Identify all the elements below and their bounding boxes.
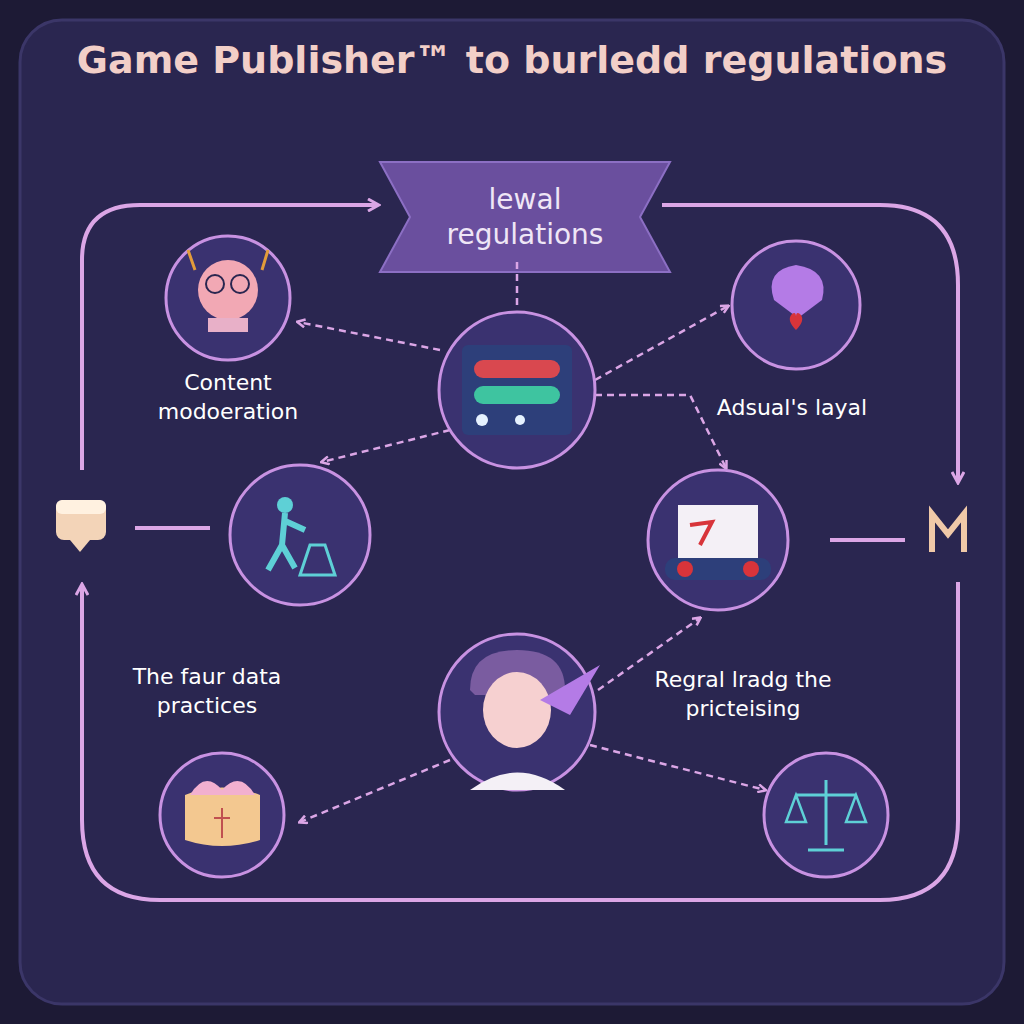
node-label: lewal regulations <box>415 182 635 252</box>
ribbon-banner: lewal regulations <box>415 182 635 252</box>
circle-node: Content modoeration <box>133 369 323 426</box>
circle-node: Regral lradg the pricteising <box>623 666 863 723</box>
node-label: Content modoeration <box>133 369 323 426</box>
node-label: Adsual's layal <box>707 394 877 423</box>
node-label: Regral lradg the pricteising <box>623 666 863 723</box>
circle-node: Adsual's layal <box>707 394 877 423</box>
circle-node: The faur data practices <box>107 663 307 720</box>
diagram-title: Game Publisher™ to burledd regulations <box>0 38 1024 82</box>
node-label: The faur data practices <box>107 663 307 720</box>
